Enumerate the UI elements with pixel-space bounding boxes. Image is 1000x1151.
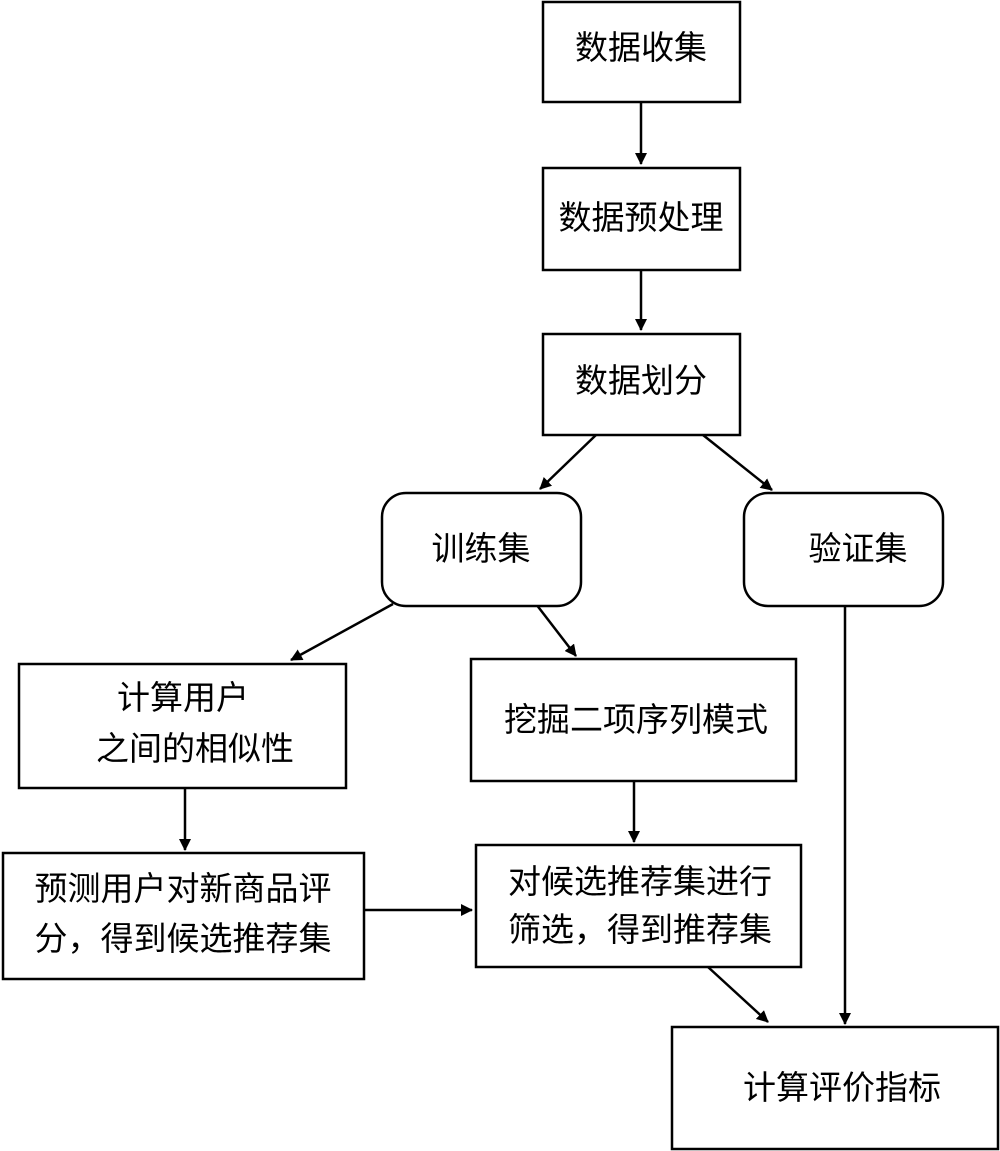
node-label: 挖掘二项序列模式 xyxy=(504,700,768,739)
node-data-split: 数据划分 xyxy=(541,332,742,437)
node-label: 验证集 xyxy=(809,529,908,568)
node-label-line1: 对候选推荐集进行 xyxy=(508,862,772,901)
node-training-set: 训练集 xyxy=(380,491,583,608)
node-label-line1: 预测用户对新商品评 xyxy=(35,869,332,908)
edge-train-to-similarity xyxy=(290,602,394,662)
node-label: 计算评价指标 xyxy=(743,1068,941,1107)
node-label-line2: 筛选，得到推荐集 xyxy=(508,910,772,949)
node-rating-prediction: 预测用户对新商品评 分，得到候选推荐集 xyxy=(1,851,366,981)
node-label: 数据收集 xyxy=(575,28,707,67)
node-validation-set: 验证集 xyxy=(742,491,945,608)
node-recommendation-filter: 对候选推荐集进行 筛选，得到推荐集 xyxy=(474,843,803,969)
node-label: 训练集 xyxy=(432,529,531,568)
node-label: 数据预处理 xyxy=(559,198,724,237)
node-label: 数据划分 xyxy=(575,361,707,400)
node-data-collection: 数据收集 xyxy=(541,0,742,104)
edge-filter-to-metrics xyxy=(707,966,769,1023)
edge-train-to-mining xyxy=(535,603,577,657)
edges xyxy=(179,102,851,1025)
node-label-line1: 计算用户 xyxy=(117,678,249,717)
node-label-line2: 之间的相似性 xyxy=(96,729,294,768)
node-data-preprocessing: 数据预处理 xyxy=(541,166,742,272)
node-user-similarity: 计算用户 之间的相似性 xyxy=(17,662,348,790)
node-evaluation-metrics: 计算评价指标 xyxy=(670,1025,1000,1151)
node-sequential-pattern-mining: 挖掘二项序列模式 xyxy=(469,657,798,783)
edge-split-to-train xyxy=(539,434,597,490)
edge-split-to-validate xyxy=(702,434,773,491)
node-label-line2: 分，得到候选推荐集 xyxy=(35,919,332,958)
